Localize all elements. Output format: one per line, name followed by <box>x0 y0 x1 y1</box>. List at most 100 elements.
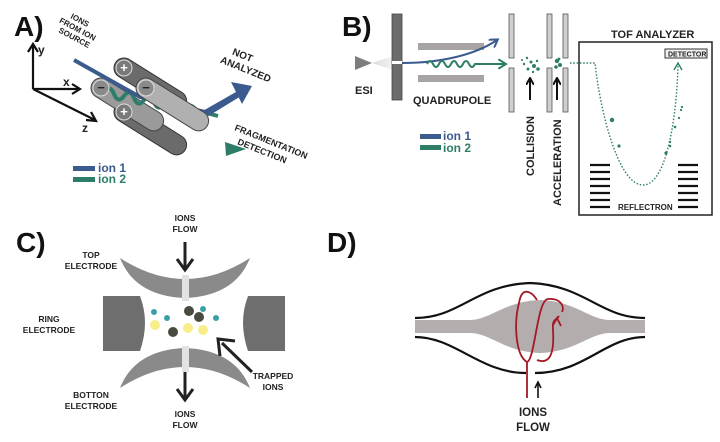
legend-ion2-label: ion 2 <box>98 172 126 186</box>
entrance-aperture <box>392 61 402 64</box>
panel-d-label: D) <box>327 227 357 258</box>
legend-ion2-label: ion 2 <box>443 141 471 155</box>
outer-electrode-bottom-left <box>414 335 527 375</box>
detector-label: DETECTOR <box>668 52 706 59</box>
axis-x-label: x <box>63 75 70 89</box>
collision-plate-top <box>508 13 515 59</box>
trapped-ions-line2: IONS <box>263 382 284 392</box>
panel-c-label: C) <box>16 227 46 258</box>
collision-plate-bottom <box>508 67 515 113</box>
bottom-electrode <box>120 348 250 388</box>
top-electrode-aperture <box>182 275 189 301</box>
outer-electrode-bottom-right <box>534 335 646 375</box>
ring-electrode-line1: RING <box>38 314 60 324</box>
bottom-electrode-line1: BOTTON <box>73 390 109 400</box>
detector-box <box>664 48 708 59</box>
fragmentation-arrowhead-icon <box>225 142 246 156</box>
ions-flow-bottom-line1: IONS <box>175 409 196 419</box>
z-axis-arrow-icon <box>85 111 98 123</box>
not-analyzed-arrow <box>204 89 244 117</box>
x-axis-arrow-icon <box>71 83 83 95</box>
reflectron-left <box>590 163 610 209</box>
ions-flow-out-arrowhead-icon <box>175 388 195 403</box>
esi-label: ESI <box>355 85 373 97</box>
ring-electrode-left <box>103 296 145 351</box>
axes <box>27 41 98 123</box>
reflectron-right <box>678 163 698 209</box>
ions-flow-bottom-line2: FLOW <box>172 420 198 430</box>
rod-sign: − <box>97 80 105 95</box>
ring-electrode-line2: ELECTRODE <box>23 325 76 335</box>
ions-flow-in-arrowhead-icon <box>175 258 195 273</box>
legend-b: ion 1 ion 2 <box>420 129 471 155</box>
top-electrode-line1: TOP <box>82 250 100 260</box>
panel-b: B) ESI QUADRUPOLE <box>342 11 713 216</box>
acceleration-label: ACCELERATION <box>552 119 564 206</box>
not-analyzed-label: NOT ANALYZED <box>219 47 273 85</box>
y-axis-arrow-icon <box>27 41 39 53</box>
legend-a: ion 1 ion 2 <box>73 161 126 186</box>
axis-z-label: z <box>82 121 88 135</box>
trapped-ions-arrowhead-icon <box>216 337 236 357</box>
panel-a-label: A) <box>14 11 44 42</box>
outer-electrode-top <box>414 281 646 320</box>
top-electrode-line2: ELECTRODE <box>65 261 118 271</box>
legend-swatch-ion1 <box>420 134 441 139</box>
panel-c: C) IONS FLOW IONS FLOW TOP ELECTRODE RIN… <box>16 213 293 430</box>
reflectron-label: REFLECTRON <box>618 203 673 212</box>
quadrupole-label: QUADRUPOLE <box>413 95 491 107</box>
top-electrode <box>120 258 250 298</box>
ions-flow-top-line2: FLOW <box>172 224 198 234</box>
accel-plate-2-top <box>562 13 569 59</box>
axis-y-label: y <box>38 43 45 57</box>
source-label: IONS FROM ION SOURCE <box>57 12 97 50</box>
ions-flow-line2: FLOW <box>516 422 550 434</box>
ions-flow-top-line1: IONS <box>175 213 196 223</box>
panel-d: D) IONS FLOW <box>327 227 646 434</box>
z-axis <box>32 88 96 121</box>
fragmentation-label: FRAGMENTATION DETECTION <box>233 123 309 166</box>
tof-ions <box>609 105 684 155</box>
collision-fragments <box>521 56 540 74</box>
trapped-ions <box>150 306 219 337</box>
bottom-electrode-aperture <box>182 346 189 372</box>
legend-ion1-label: ion 1 <box>98 161 126 175</box>
legend-swatch-ion2 <box>73 177 95 182</box>
trapped-ions-arrow <box>220 341 254 374</box>
ions-flow-line1: IONS <box>519 407 547 419</box>
panel-a: A) y x z IONS FROM ION SOURCE <box>14 11 309 186</box>
quadrupole-rod-top <box>418 43 484 50</box>
accel-fragments <box>554 57 562 69</box>
ion1-trajectory <box>401 40 497 64</box>
accel-plate-2-bottom <box>562 67 569 113</box>
central-electrode <box>415 300 645 353</box>
esi-needle <box>355 56 372 70</box>
panel-b-label: B) <box>342 11 372 42</box>
collision-label: COLLISION <box>525 116 537 176</box>
legend-swatch-ion1 <box>73 166 95 171</box>
trapped-ions-line1: TRAPPED <box>253 371 294 381</box>
tof-path-arrowhead-icon <box>673 61 683 71</box>
tof-flight-path <box>570 62 679 186</box>
quadrupole-rods: + − − + <box>73 57 241 156</box>
legend-swatch-ion2 <box>420 145 441 150</box>
esi-spray <box>372 56 393 70</box>
rod-sign: − <box>142 80 150 95</box>
tof-analyzer-box <box>578 41 713 216</box>
tof-title: TOF ANALYZER <box>611 29 694 41</box>
quadrupole-rod-bottom <box>418 75 484 82</box>
rod-sign: + <box>120 104 128 119</box>
ions-flow-arrowhead-icon <box>534 380 542 389</box>
legend-ion1-label: ion 1 <box>443 129 471 143</box>
entrance-plate <box>391 13 403 101</box>
ring-electrode-right <box>243 296 285 351</box>
ion-orbit-arrowhead-icon <box>552 316 562 327</box>
rod-minus-right <box>135 77 210 132</box>
accel-plate-1-bottom <box>546 67 553 113</box>
bottom-electrode-line2: ELECTRODE <box>65 401 118 411</box>
accel-plate-1-top <box>546 13 553 59</box>
not-analyzed-arrowhead-icon <box>231 82 252 104</box>
rod-sign: + <box>120 60 128 75</box>
ion2-trajectory <box>426 61 505 67</box>
